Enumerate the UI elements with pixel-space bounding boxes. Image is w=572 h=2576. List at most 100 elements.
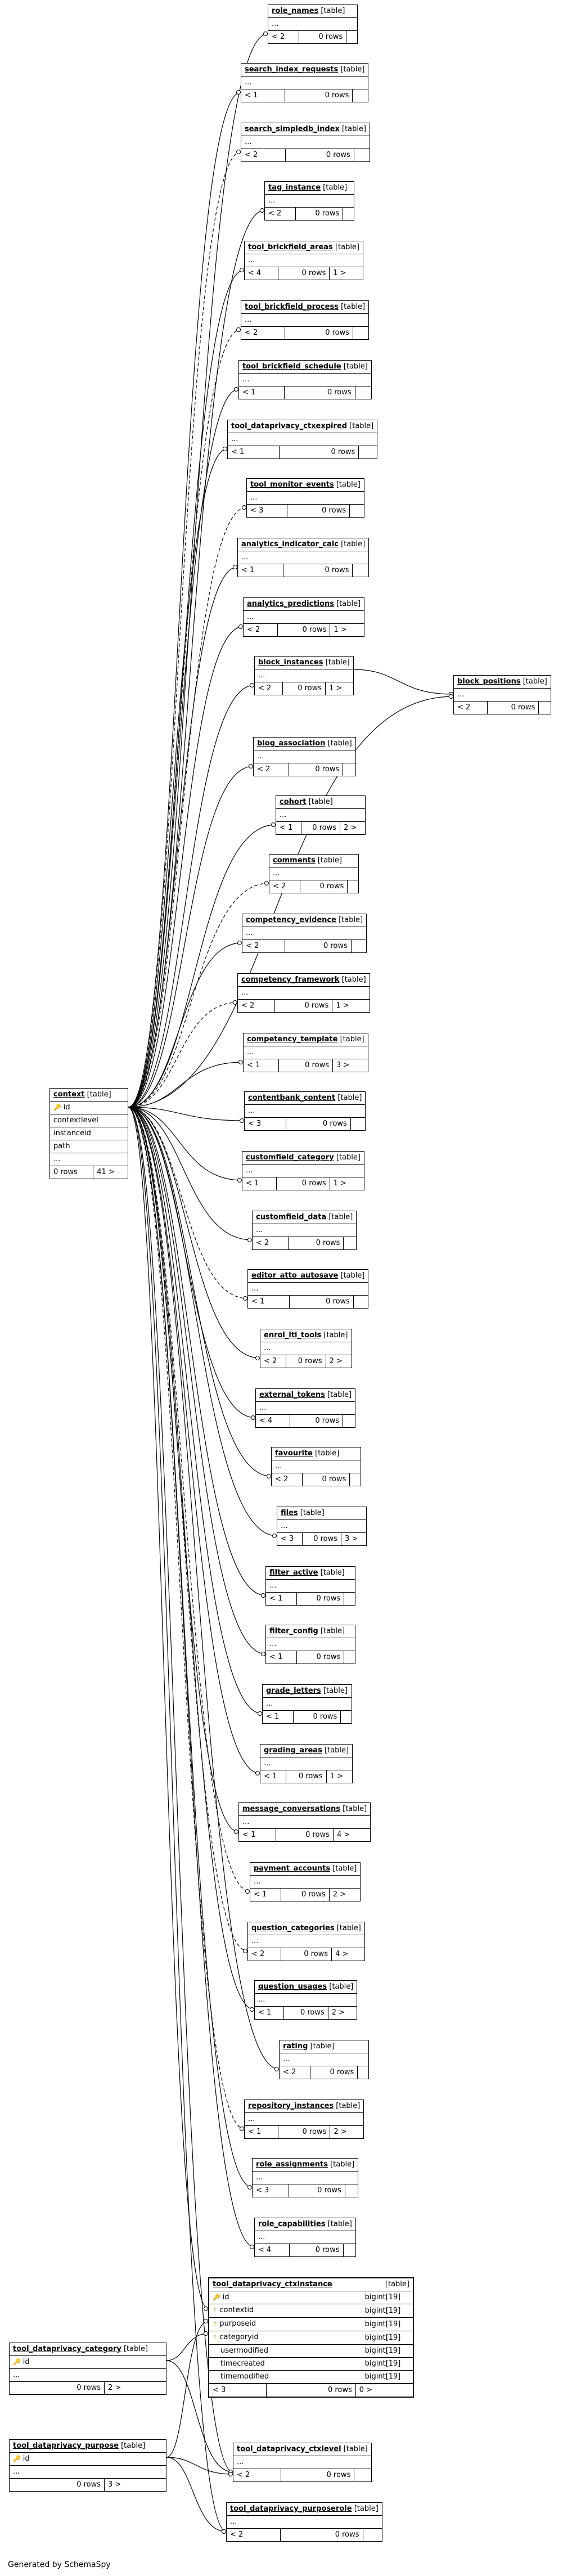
parents-count[interactable]: < 2 (254, 682, 283, 695)
children-count[interactable]: 2 > (104, 2381, 166, 2395)
parents-count[interactable]: < 2 (241, 149, 286, 162)
table-name[interactable]: cohort (280, 798, 307, 806)
children-count[interactable] (343, 1237, 357, 1250)
parents-count[interactable]: < 1 (276, 821, 301, 835)
children-count[interactable]: 1 > (329, 267, 363, 280)
children-count[interactable]: 1 > (326, 1770, 353, 1783)
table-name[interactable]: competency_template (247, 1035, 338, 1044)
parents-count[interactable]: < 2 (237, 999, 275, 1013)
table-context[interactable]: context [table] 🔑id contextlevel instanc… (49, 1088, 128, 1179)
table-name[interactable]: role_capabilities (258, 2220, 326, 2228)
children-count[interactable] (354, 2469, 372, 2482)
parents-count[interactable]: < 2 (279, 2066, 310, 2079)
children-count[interactable] (352, 564, 369, 577)
parents-count[interactable]: < 1 (241, 89, 285, 102)
table-tool-dataprivacy-purpose[interactable]: tool_dataprivacy_purpose [table] 🔑id ...… (9, 2439, 166, 2492)
children-count[interactable] (353, 326, 369, 340)
table-name[interactable]: search_index_requests (245, 65, 339, 74)
children-count[interactable]: 1 > (330, 623, 364, 637)
parents-count[interactable]: < 1 (260, 1770, 286, 1783)
table-name[interactable]: tool_brickfield_areas (248, 243, 333, 251)
table-name[interactable]: role_names (272, 7, 319, 15)
parents-count[interactable]: < 1 (250, 1888, 281, 1901)
parents-count[interactable]: < 4 (244, 267, 278, 280)
children-count[interactable]: 41 > (93, 1166, 128, 1179)
children-count[interactable]: 4 > (331, 1948, 365, 1961)
parents-count[interactable]: < 3 (209, 2384, 267, 2397)
table-name[interactable]: customfield_category (246, 1153, 334, 1162)
children-count[interactable]: 2 > (325, 1355, 352, 1368)
children-count[interactable] (343, 1414, 355, 1428)
table-name[interactable]: grade_letters (266, 1687, 321, 1695)
parents-count[interactable]: < 1 (262, 1710, 294, 1724)
parents-count[interactable]: < 1 (238, 1828, 276, 1842)
parents-count[interactable]: < 2 (269, 880, 300, 893)
parents-count[interactable]: < 2 (233, 2469, 281, 2482)
parents-count[interactable]: < 2 (453, 701, 488, 714)
parents-count[interactable]: < 4 (254, 2244, 290, 2257)
children-count[interactable] (350, 939, 367, 953)
table-name[interactable]: files (281, 1509, 298, 1517)
parents-count[interactable]: < 2 (253, 763, 289, 776)
table-tool-dataprivacy-ctxexpired[interactable]: tool_dataprivacy_ctxexpired [table]...< … (227, 420, 378, 459)
table-name[interactable]: search_simpledb_index (245, 125, 340, 133)
parents-count[interactable]: < 1 (247, 1295, 290, 1309)
table-name[interactable]: favourite (275, 1449, 313, 1458)
children-count[interactable] (347, 880, 359, 893)
table-name[interactable]: block_positions (457, 677, 521, 686)
parents-count[interactable]: < 2 (243, 623, 278, 637)
children-count[interactable]: 3 > (332, 1059, 368, 1072)
children-count[interactable] (344, 1651, 355, 1664)
table-name[interactable]: analytics_predictions (247, 600, 334, 608)
table-name[interactable]: tag_instance (268, 183, 321, 192)
table-name[interactable]: tool_dataprivacy_ctxexpired (231, 422, 348, 430)
children-count[interactable] (344, 2184, 358, 2197)
children-count[interactable]: 2 > (330, 2125, 364, 2139)
table-name[interactable]: filter_config (269, 1627, 318, 1635)
table-name[interactable]: filter_active (269, 1568, 318, 1577)
children-count[interactable]: 1 > (325, 682, 354, 695)
table-name[interactable]: comments (273, 856, 316, 865)
children-count[interactable]: 0 > (355, 2384, 413, 2397)
table-tool-dataprivacy-purposerole[interactable]: tool_dataprivacy_purposerole [table]...<… (226, 2502, 382, 2542)
table-tool-dataprivacy-category[interactable]: tool_dataprivacy_category [table] 🔑id ..… (9, 2343, 166, 2395)
table-name[interactable]: question_usages (258, 1982, 327, 1991)
children-count[interactable]: 2 > (340, 821, 366, 835)
children-count[interactable] (343, 207, 354, 221)
children-count[interactable]: 1 > (332, 999, 370, 1013)
children-count[interactable]: 4 > (332, 1828, 371, 1842)
table-name[interactable]: context (53, 1090, 85, 1099)
children-count[interactable] (354, 386, 372, 399)
table-name[interactable]: role_assignments (256, 2160, 328, 2169)
table-name[interactable]: message_conversations (242, 1805, 340, 1813)
children-count[interactable] (358, 446, 377, 459)
parents-count[interactable]: < 2 (226, 2528, 281, 2542)
children-count[interactable] (538, 701, 551, 714)
parents-count[interactable]: < 3 (244, 1117, 286, 1131)
table-name[interactable]: tool_monitor_events (250, 480, 334, 489)
parents-count[interactable]: < 2 (268, 30, 299, 44)
parents-count[interactable]: < 2 (264, 207, 296, 221)
parents-count[interactable]: < 1 (242, 1177, 277, 1190)
